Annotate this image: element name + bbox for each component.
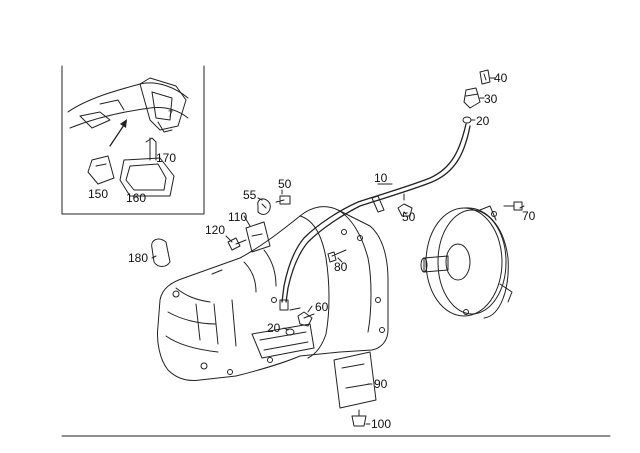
bolt-50-left (275, 195, 291, 205)
transmission-housing (157, 206, 389, 381)
label-180: 180 (128, 251, 148, 265)
small-parts (151, 193, 523, 427)
clamp-55 (257, 198, 271, 215)
label-170: 170 (156, 151, 176, 165)
bolt-80 (327, 249, 347, 263)
label-110: 110 (228, 210, 247, 224)
bolt-70 (503, 201, 523, 211)
bolt-50-right (397, 193, 413, 217)
label-10: 10 (374, 171, 388, 185)
label-55: 55 (243, 188, 257, 202)
inset-detail: 7 (61, 65, 205, 215)
shield-90 (333, 351, 377, 409)
dipstick-tube (279, 123, 471, 311)
label-90: 90 (374, 377, 388, 391)
label-40: 40 (494, 71, 508, 85)
part-170-shape (145, 137, 157, 161)
label-50-right: 50 (402, 210, 416, 224)
part-labels: 40 30 20 10 50 55 50 70 110 120 180 80 6… (88, 71, 536, 431)
bolt-100 (351, 409, 367, 427)
part-40-shape (479, 69, 491, 85)
dipstick-cap-parts (462, 69, 491, 124)
label-120: 120 (205, 223, 225, 237)
bolt-120 (227, 237, 247, 251)
label-100: 100 (371, 417, 391, 431)
label-20-bottom: 20 (267, 321, 281, 335)
label-20-top: 20 (476, 114, 490, 128)
svg-text:7: 7 (168, 109, 173, 119)
cover-180 (151, 238, 171, 267)
label-50-left: 50 (278, 177, 292, 191)
leader-lines (151, 77, 525, 425)
part-20-ring-top (462, 116, 472, 124)
part-20-ring-bottom (285, 328, 295, 336)
label-150: 150 (88, 187, 108, 201)
bracket-110 (245, 221, 271, 253)
part-160-shape (119, 157, 175, 197)
label-80: 80 (334, 260, 348, 274)
label-30: 30 (484, 92, 498, 106)
part-30-shape (463, 87, 481, 109)
label-70: 70 (522, 209, 536, 223)
bolt-60 (297, 311, 315, 327)
label-60: 60 (315, 300, 329, 314)
torque-converter (420, 205, 513, 319)
label-160: 160 (126, 191, 146, 205)
dipstick-tube-end (279, 299, 289, 311)
part-150-shape (87, 155, 115, 185)
